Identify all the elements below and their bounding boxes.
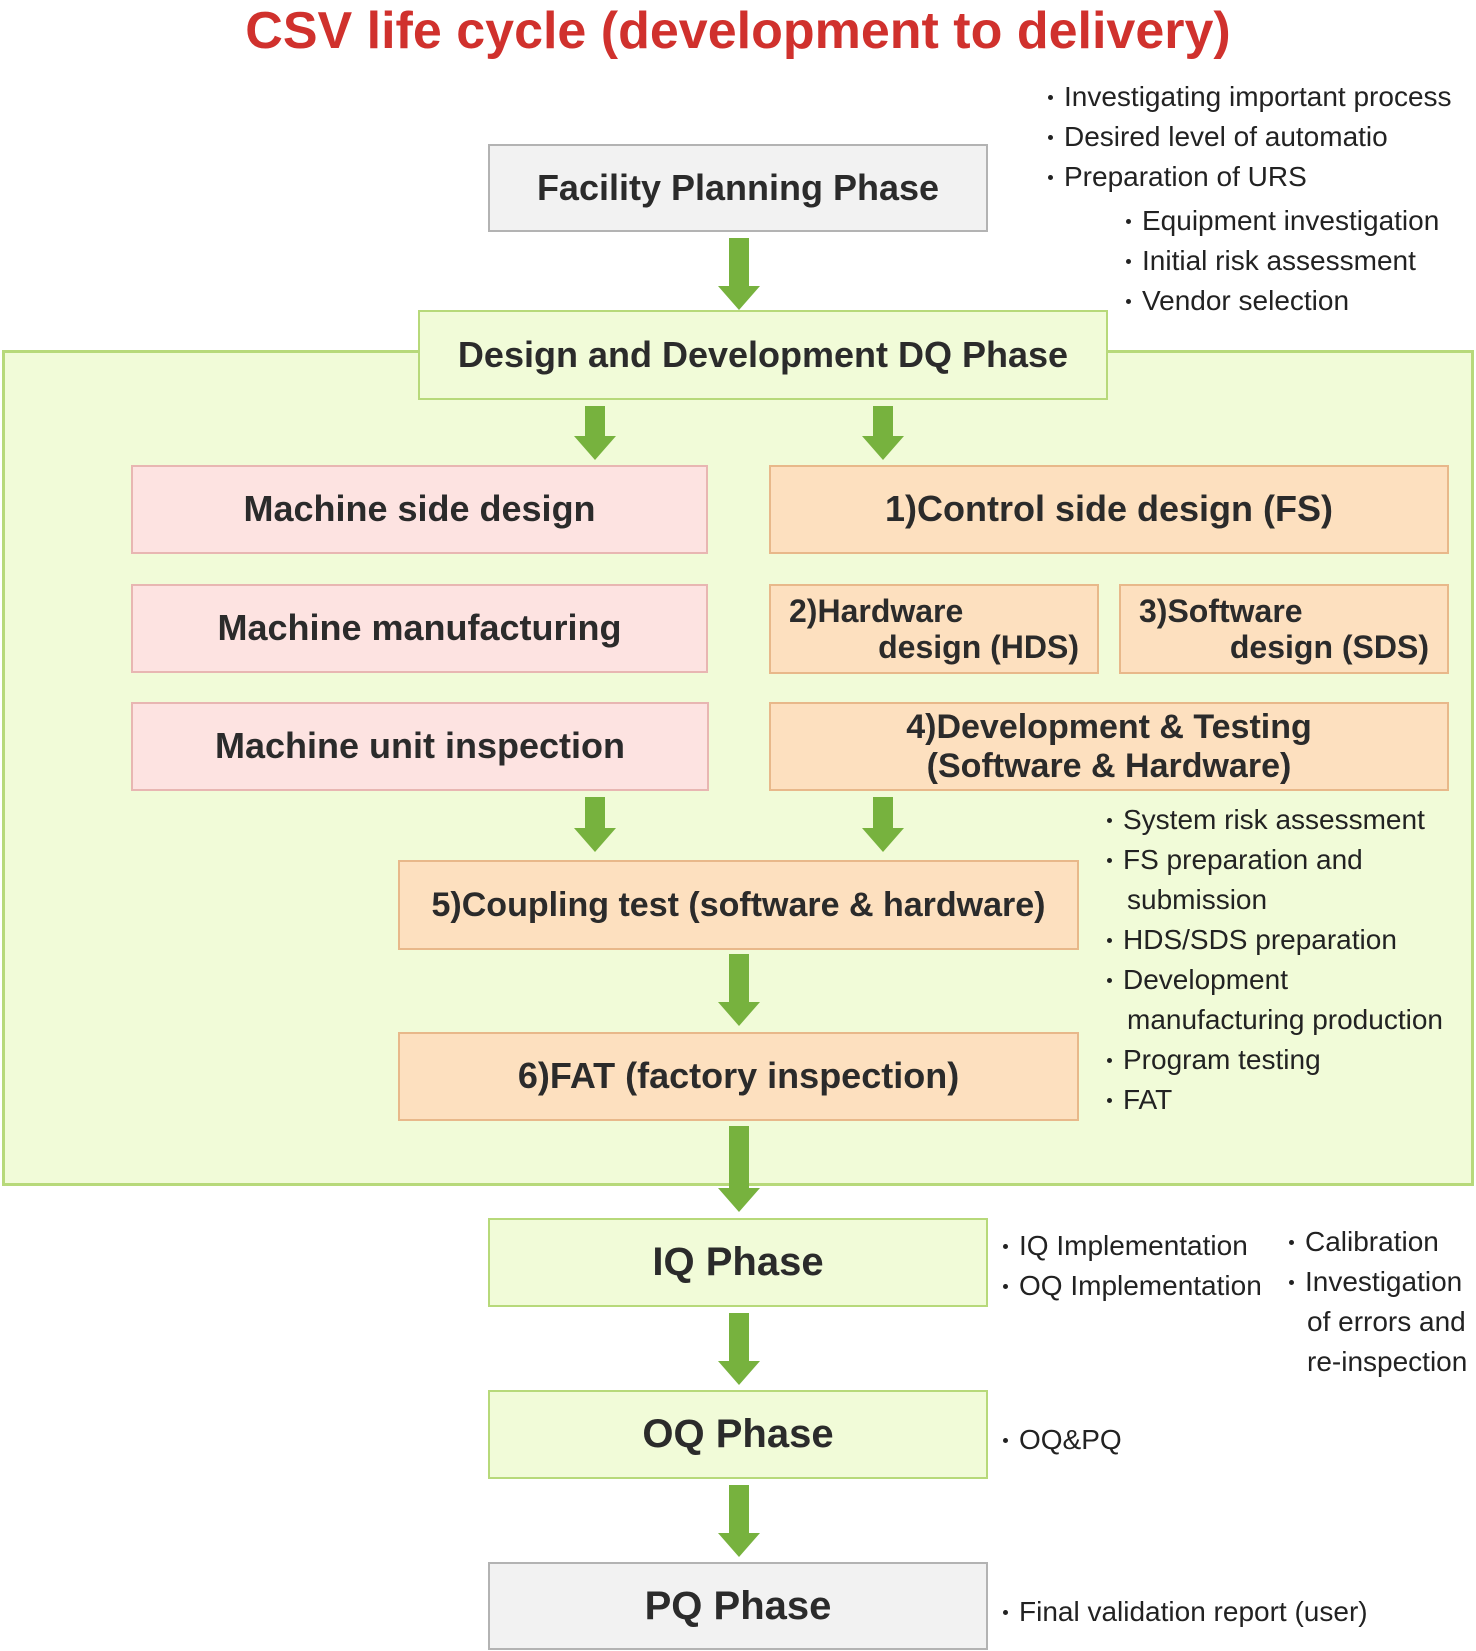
oq-notes: OQ&PQ (999, 1420, 1122, 1460)
hardware-design-line1: 2)Hardware (789, 593, 964, 629)
iq-note-secondary: Calibration (1285, 1222, 1467, 1262)
arrow-down-icon (718, 238, 760, 310)
development-testing-line2: (Software & Hardware) (926, 746, 1292, 785)
facility-sub-note: Vendor selection (1122, 281, 1439, 321)
machine-manufacturing-box: Machine manufacturing (131, 584, 708, 673)
iq-notes-secondary: Calibration Investigation of errors and … (1285, 1222, 1467, 1382)
facility-sub-note: Initial risk assessment (1122, 241, 1439, 281)
design-note-continuation: submission (1127, 884, 1268, 915)
design-note: FAT (1103, 1080, 1443, 1120)
iq-note-continuation: re-inspection (1307, 1346, 1468, 1377)
design-development-dq-phase-box: Design and Development DQ Phase (418, 310, 1108, 400)
diagram-title: CSV life cycle (development to delivery) (245, 2, 1231, 60)
coupling-test-box: 5)Coupling test (software & hardware) (398, 860, 1079, 950)
hardware-design-box: 2)Hardware design (HDS) (769, 584, 1099, 674)
arrow-down-icon (862, 406, 904, 460)
design-note: System risk assessment (1103, 800, 1443, 840)
design-note: HDS/SDS preparation (1103, 920, 1443, 960)
arrow-down-icon (862, 797, 904, 852)
facility-notes: Investigating important process Desired … (1044, 77, 1452, 197)
design-note: Development (1103, 960, 1443, 1000)
pq-notes: Final validation report (user) (999, 1592, 1368, 1632)
design-note-continuation: manufacturing production (1127, 1004, 1443, 1035)
pq-phase-box: PQ Phase (488, 1562, 988, 1650)
iq-note-secondary: Investigation (1285, 1262, 1467, 1302)
facility-planning-phase-box: Facility Planning Phase (488, 144, 988, 232)
iq-notes: IQ Implementation OQ Implementation (999, 1226, 1262, 1306)
iq-phase-box: IQ Phase (488, 1218, 988, 1307)
machine-unit-inspection-box: Machine unit inspection (131, 702, 709, 791)
hardware-design-line2: design (HDS) (878, 628, 1079, 665)
oq-note: OQ&PQ (999, 1420, 1122, 1460)
arrow-down-icon (718, 1313, 760, 1385)
facility-sub-note: Equipment investigation (1122, 201, 1439, 241)
iq-note: IQ Implementation (999, 1226, 1262, 1266)
software-design-line2: design (SDS) (1229, 628, 1429, 665)
arrow-down-icon (718, 1126, 760, 1212)
facility-sub-notes: Equipment investigation Initial risk ass… (1122, 201, 1439, 321)
machine-side-design-box: Machine side design (131, 465, 708, 554)
facility-note: Desired level of automatio (1044, 117, 1452, 157)
arrow-down-icon (718, 1485, 760, 1557)
facility-note: Preparation of URS (1044, 157, 1452, 197)
arrow-down-icon (718, 954, 760, 1026)
facility-note: Investigating important process (1044, 77, 1452, 117)
software-design-line1: 3)Software (1139, 593, 1303, 629)
control-side-design-box: 1)Control side design (FS) (769, 465, 1449, 554)
design-note: Program testing (1103, 1040, 1443, 1080)
development-testing-line1: 4)Development & Testing (906, 708, 1312, 747)
iq-note-continuation: of errors and (1307, 1306, 1466, 1337)
arrow-down-icon (574, 797, 616, 852)
fat-factory-inspection-box: 6)FAT (factory inspection) (398, 1032, 1079, 1121)
development-testing-box: 4)Development & Testing (Software & Hard… (769, 702, 1449, 791)
oq-phase-box: OQ Phase (488, 1390, 988, 1479)
design-notes: System risk assessment FS preparation an… (1103, 800, 1443, 1120)
pq-note: Final validation report (user) (999, 1592, 1368, 1632)
arrow-down-icon (574, 406, 616, 460)
iq-note: OQ Implementation (999, 1266, 1262, 1306)
software-design-box: 3)Software design (SDS) (1119, 584, 1449, 674)
design-note: FS preparation and (1103, 840, 1443, 880)
